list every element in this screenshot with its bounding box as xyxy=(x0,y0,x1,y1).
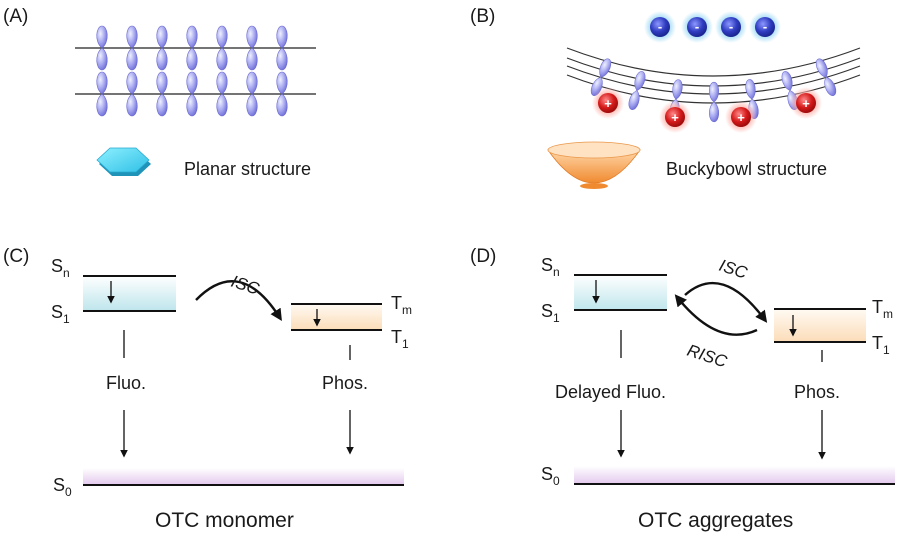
hexagon-icon xyxy=(96,147,151,176)
panel-a: (A) Planar structure xyxy=(3,6,316,179)
svg-text:+: + xyxy=(604,96,612,111)
tm-label: Tm xyxy=(872,297,893,321)
s1-label: S1 xyxy=(541,301,560,325)
t1-label: T1 xyxy=(391,327,409,351)
tm-label: Tm xyxy=(391,293,412,317)
positive-charge: + xyxy=(659,101,691,133)
triplet-band xyxy=(774,309,866,342)
svg-text:+: + xyxy=(737,110,745,125)
p-orbital-icon xyxy=(813,56,839,98)
risc-arrow xyxy=(674,294,758,336)
svg-text:-: - xyxy=(658,19,662,34)
panel-d-label: (D) xyxy=(470,246,496,267)
planar-structure-label: Planar structure xyxy=(184,159,311,179)
svg-text:-: - xyxy=(729,19,733,34)
fluo-label: Fluo. xyxy=(106,373,146,393)
negative-charge: - xyxy=(681,11,713,43)
s0-label: S0 xyxy=(541,464,560,488)
phos-label: Phos. xyxy=(322,373,368,393)
positive-charge: + xyxy=(592,87,624,119)
ground-band xyxy=(83,468,404,485)
sn-label: Sn xyxy=(541,255,560,279)
delayed-fluo-label: Delayed Fluo. xyxy=(555,382,666,402)
isc-arrow xyxy=(195,280,282,322)
isc-label: ISC xyxy=(229,272,263,299)
aggregates-caption: OTC aggregates xyxy=(638,509,793,532)
panel-b: (B) - - - - xyxy=(470,6,861,189)
triplet-band xyxy=(291,304,382,330)
t1-label: T1 xyxy=(872,333,890,357)
panel-c-label: (C) xyxy=(3,246,29,267)
phos-label: Phos. xyxy=(794,382,840,402)
singlet-band xyxy=(574,275,667,310)
isc-label: ISC xyxy=(717,256,751,283)
negative-charge: - xyxy=(644,11,676,43)
buckybowl-structure-label: Buckybowl structure xyxy=(666,159,827,179)
singlet-band xyxy=(83,276,176,310)
s0-label: S0 xyxy=(53,475,72,499)
ground-band xyxy=(574,466,895,484)
p-orbital-icon xyxy=(708,81,720,123)
svg-text:-: - xyxy=(695,19,699,34)
panel-a-label: (A) xyxy=(3,6,28,27)
panel-c: (C) Sn S1 Tm T1 ISC Fluo. Phos. S0 OTC m… xyxy=(3,246,412,532)
negative-charge: - xyxy=(715,11,747,43)
svg-text:+: + xyxy=(671,110,679,125)
isc-arrow xyxy=(684,281,768,323)
orbital-grid xyxy=(96,25,288,117)
svg-text:-: - xyxy=(763,19,767,34)
sn-label: Sn xyxy=(51,256,70,280)
svg-text:+: + xyxy=(802,96,810,111)
negative-charge: - xyxy=(749,11,781,43)
p-orbital-icon xyxy=(626,69,648,112)
monomer-caption: OTC monomer xyxy=(155,509,294,532)
s1-label: S1 xyxy=(51,302,70,326)
bowl-icon xyxy=(547,141,641,189)
panel-d: (D) Sn S1 Tm T1 ISC RISC Delayed Fluo. P… xyxy=(470,246,895,532)
panel-b-label: (B) xyxy=(470,6,495,27)
risc-label: RISC xyxy=(685,341,730,372)
positive-charge: + xyxy=(725,101,757,133)
positive-charge: + xyxy=(790,87,822,119)
